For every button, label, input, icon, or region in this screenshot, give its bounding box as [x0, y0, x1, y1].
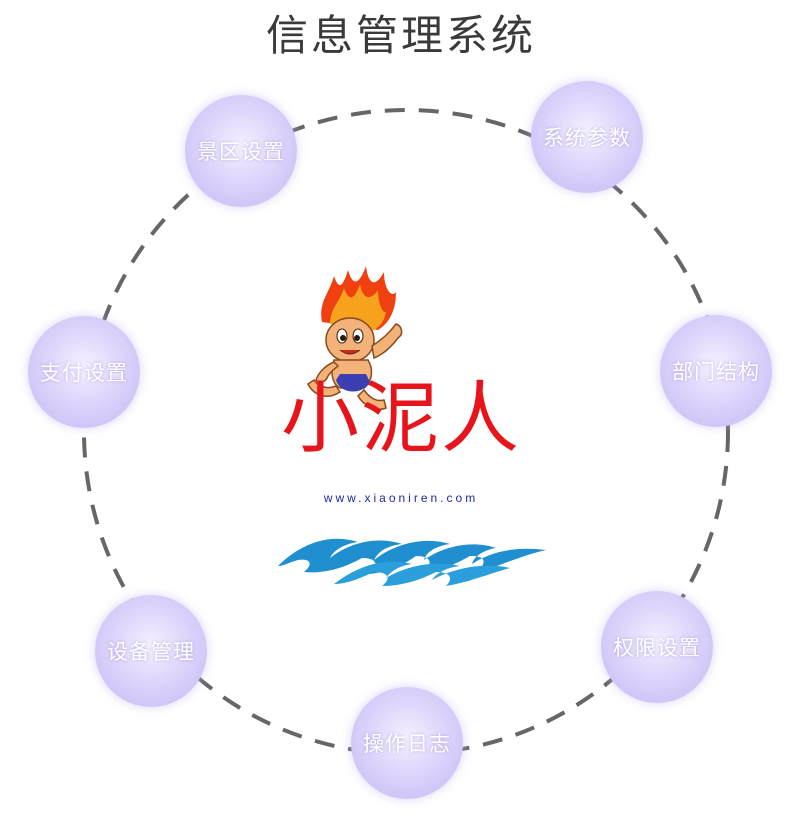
node-label: 操作日志	[363, 732, 451, 756]
node-operation-log[interactable]: 操作日志	[351, 687, 463, 799]
node-label: 权限设置	[613, 636, 701, 660]
node-label: 设备管理	[107, 640, 195, 664]
node-label: 系统参数	[543, 126, 631, 150]
node-department-structure[interactable]: 部门结构	[660, 315, 772, 427]
brand-name: 小泥人	[280, 374, 521, 464]
page-title: 信息管理系统	[265, 11, 536, 60]
brand-url: www.xiaoniren.com	[323, 491, 479, 505]
node-label: 景区设置	[197, 140, 285, 164]
mascot-icon	[307, 266, 403, 410]
wave-icon	[278, 538, 546, 586]
node-scenic-settings[interactable]: 景区设置	[185, 95, 297, 207]
node-label: 部门结构	[672, 360, 760, 384]
node-permission-settings[interactable]: 权限设置	[601, 591, 713, 703]
node-device-management[interactable]: 设备管理	[95, 595, 207, 707]
node-label: 支付设置	[40, 361, 128, 385]
node-payment-settings[interactable]: 支付设置	[28, 316, 140, 428]
brand-logo: 小泥人 www.xiaoniren.com	[270, 262, 560, 592]
node-system-params[interactable]: 系统参数	[531, 81, 643, 193]
